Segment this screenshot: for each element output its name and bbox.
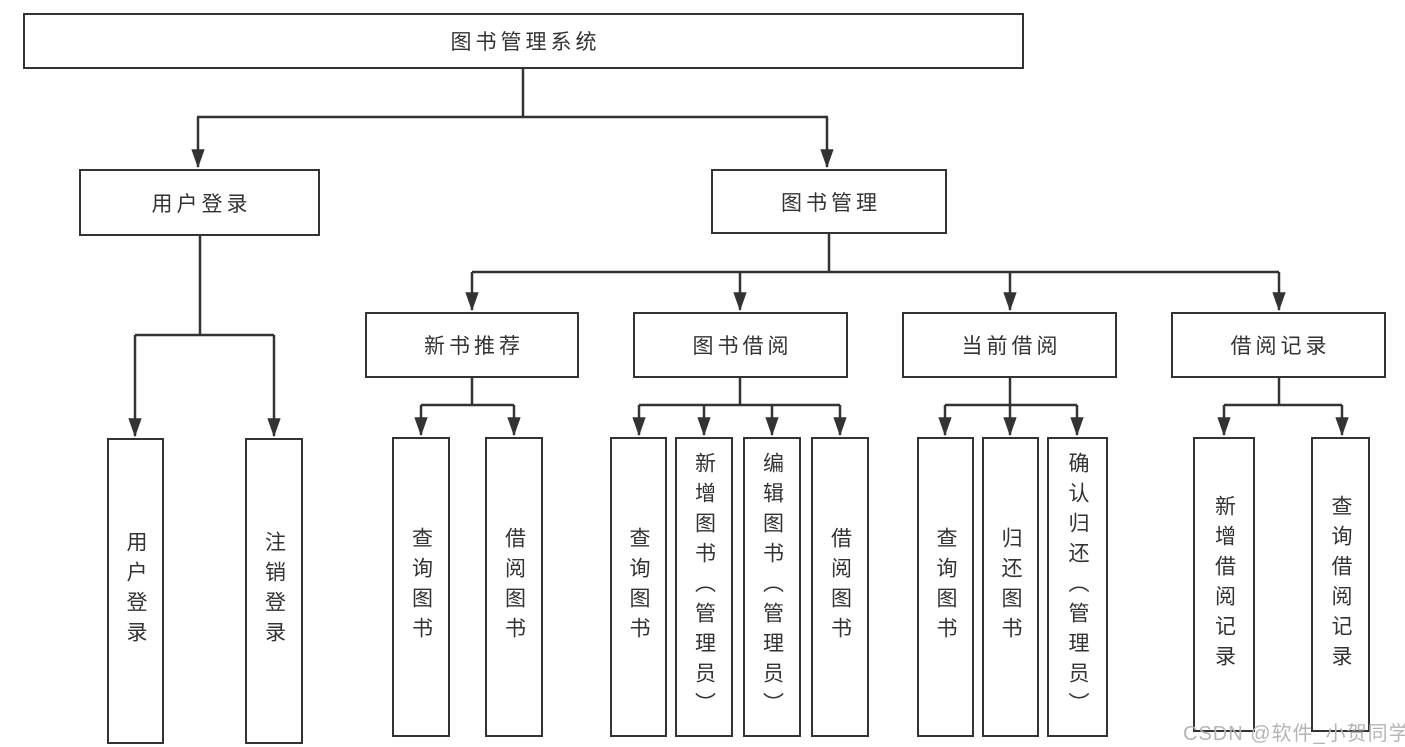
node-book-mgmt-label: 图书管理 (781, 191, 881, 215)
leaf-query-book-3: 查询图书 (917, 437, 974, 737)
leaf-query-book-1-label: 查询图书 (409, 527, 433, 647)
leaf-user-login: 用户登录 (107, 438, 164, 744)
leaf-logout-label: 注销登录 (262, 531, 286, 651)
node-root-label: 图书管理系统 (450, 31, 601, 54)
leaf-borrow-book-2: 借阅图书 (811, 437, 869, 737)
leaf-query-book-3-label: 查询图书 (934, 527, 957, 647)
edge-root-splitter (197, 69, 828, 119)
leaf-user-login-label: 用户登录 (124, 531, 147, 651)
leaf-query-book-2: 查询图书 (610, 437, 667, 737)
node-new-book-recommend: 新书推荐 (365, 312, 579, 378)
edge-user-login-splitter (135, 235, 274, 337)
node-book-mgmt: 图书管理 (711, 169, 947, 234)
leaf-add-book-label: 新增图书（管理员） (692, 452, 716, 722)
leaf-query-borrow-record: 查询借阅记录 (1311, 437, 1370, 732)
leaf-confirm-return: 确认归还（管理员） (1047, 437, 1108, 737)
leaf-logout: 注销登录 (245, 438, 303, 744)
node-user-login: 用户登录 (79, 169, 320, 236)
node-book-borrow-label: 图书借阅 (692, 335, 793, 358)
leaf-query-book-1: 查询图书 (392, 437, 450, 737)
node-current-borrow-label: 当前借阅 (961, 335, 1062, 358)
node-user-login-label: 用户登录 (151, 192, 252, 216)
node-current-borrow: 当前借阅 (902, 312, 1117, 378)
node-book-borrow: 图书借阅 (633, 312, 848, 378)
edge-current-borrow-splitter (945, 378, 1077, 407)
edge-borrow-record-splitter (1224, 378, 1342, 407)
node-new-book-recommend-label: 新书推荐 (424, 335, 524, 358)
leaf-query-book-2-label: 查询图书 (627, 527, 650, 647)
node-root: 图书管理系统 (23, 13, 1024, 69)
node-borrow-record-label: 借阅记录 (1230, 335, 1331, 358)
edge-new-book-splitter (421, 378, 514, 407)
leaf-return-book-label: 归还图书 (999, 527, 1022, 647)
node-borrow-record: 借阅记录 (1171, 312, 1386, 378)
edge-book-mgmt-splitter (472, 233, 1279, 274)
edge-book-borrow-splitter (639, 378, 840, 407)
leaf-add-borrow-record: 新增借阅记录 (1193, 437, 1255, 732)
leaf-borrow-book-1-label: 借阅图书 (502, 527, 526, 647)
csdn-watermark: CSDN @软件_小贺同学 (1183, 723, 1405, 745)
leaf-add-book: 新增图书（管理员） (675, 437, 733, 737)
leaf-add-borrow-record-label: 新增借阅记录 (1212, 494, 1236, 675)
leaf-confirm-return-label: 确认归还（管理员） (1066, 452, 1089, 722)
leaf-return-book: 归还图书 (982, 437, 1039, 737)
leaf-edit-book: 编辑图书（管理员） (743, 437, 801, 737)
leaf-edit-book-label: 编辑图书（管理员） (760, 452, 784, 722)
leaf-query-borrow-record-label: 查询借阅记录 (1329, 494, 1352, 675)
leaf-borrow-book-2-label: 借阅图书 (828, 527, 852, 647)
leaf-borrow-book-1: 借阅图书 (485, 437, 543, 737)
